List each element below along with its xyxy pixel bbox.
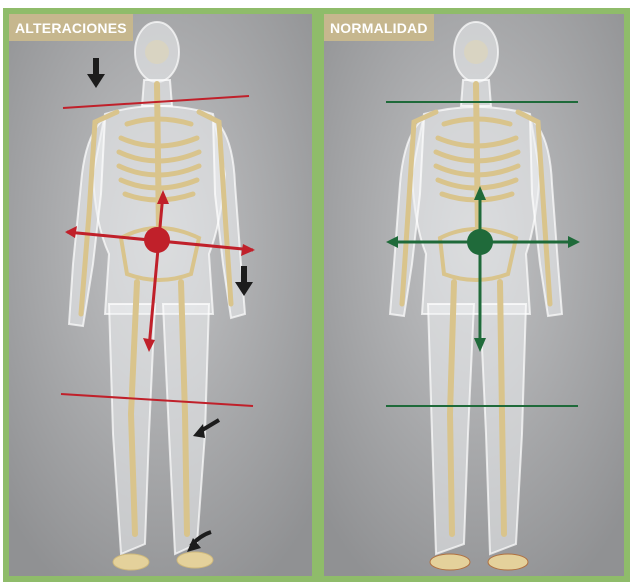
skeleton-illustration-left — [9, 14, 312, 576]
skeleton-illustration-right — [324, 14, 624, 576]
panel-label: NORMALIDAD — [324, 14, 434, 41]
normalidad-panel: NORMALIDAD — [318, 8, 630, 582]
center-of-gravity-marker — [467, 229, 493, 255]
panel-label: ALTERACIONES — [9, 14, 133, 41]
alteraciones-panel: ALTERACIONES — [3, 8, 318, 582]
center-of-gravity-marker — [144, 227, 170, 253]
